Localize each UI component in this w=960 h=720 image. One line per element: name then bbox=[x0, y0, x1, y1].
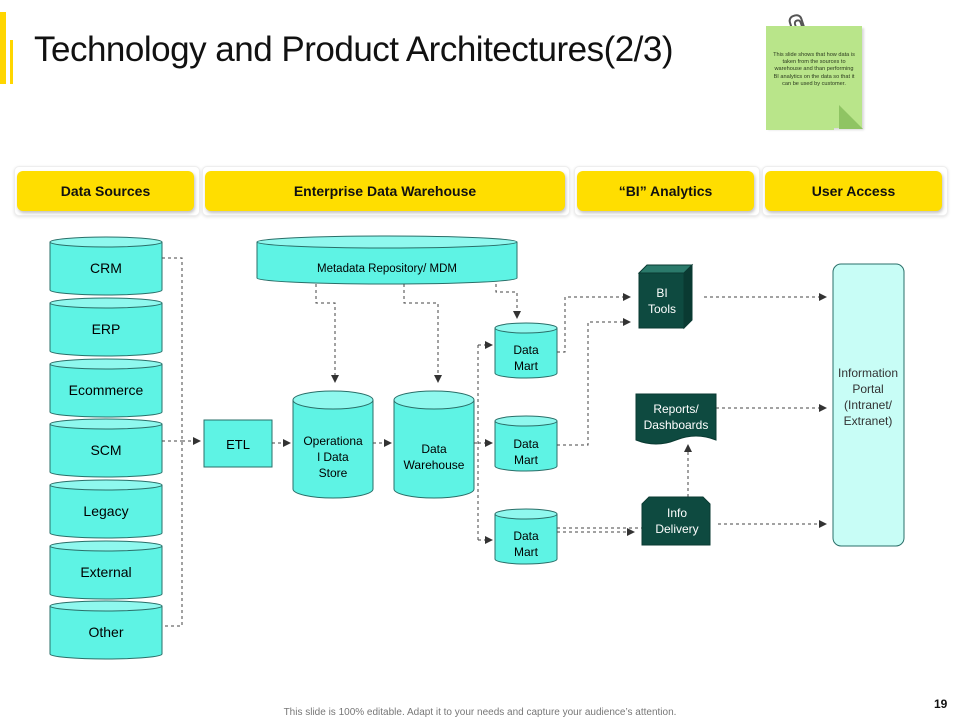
bi-tools-label-line1: BI bbox=[656, 286, 667, 300]
warehouse-label-line2: Warehouse bbox=[404, 458, 465, 472]
source-ecommerce: Ecommerce bbox=[49, 358, 163, 418]
mart2-label-line2: Mart bbox=[514, 453, 539, 467]
source-other: Other bbox=[49, 600, 163, 660]
data-mart-1: Data Mart bbox=[494, 322, 558, 379]
header-edw: Enterprise Data Warehouse bbox=[205, 171, 565, 211]
sticky-note-text: This slide shows that how data is taken … bbox=[773, 52, 855, 87]
source-external: External bbox=[49, 540, 163, 600]
ods-label-line2: l Data bbox=[317, 450, 349, 464]
source-scm-label: SCM bbox=[90, 442, 121, 458]
sources-bracket bbox=[162, 257, 183, 627]
mart1-label-line2: Mart bbox=[514, 359, 539, 373]
portal-label-line3: (Intranet/ bbox=[844, 398, 893, 412]
bi-tools-label-line2: Tools bbox=[648, 302, 676, 316]
source-legacy: Legacy bbox=[49, 479, 163, 539]
operational-data-store: Operationa l Data Store bbox=[292, 390, 374, 499]
reports-label-line1: Reports/ bbox=[653, 402, 699, 416]
ods-label-line3: Store bbox=[319, 466, 348, 480]
data-mart-3: Data Mart bbox=[494, 508, 558, 565]
arrow-mart1-bitools bbox=[557, 293, 631, 353]
page-title: Technology and Product Architectures(2/3… bbox=[34, 30, 674, 69]
page-number: 19 bbox=[934, 697, 948, 711]
information-portal: Information Portal (Intranet/ Extranet) bbox=[832, 263, 905, 547]
reports-label-line2: Dashboards bbox=[644, 418, 709, 432]
source-erp: ERP bbox=[49, 297, 163, 357]
mart3-label-line1: Data bbox=[513, 529, 539, 543]
source-crm: CRM bbox=[49, 236, 163, 296]
sticky-note-fold bbox=[839, 105, 863, 129]
arrow-mart2-bitools bbox=[557, 318, 631, 446]
arrow-metadata-warehouse bbox=[403, 284, 442, 383]
header-data-sources: Data Sources bbox=[17, 171, 194, 211]
mart2-label-line1: Data bbox=[513, 437, 539, 451]
source-legacy-label: Legacy bbox=[83, 503, 128, 519]
source-erp-label: ERP bbox=[92, 321, 121, 337]
data-warehouse: Data Warehouse bbox=[393, 390, 475, 499]
data-mart-2: Data Mart bbox=[494, 415, 558, 472]
source-external-label: External bbox=[80, 564, 131, 580]
footer-note: This slide is 100% editable. Adapt it to… bbox=[283, 707, 677, 718]
etl-label: ETL bbox=[226, 437, 250, 452]
header-user-access: User Access bbox=[765, 171, 942, 211]
header-bi-analytics: “BI” Analytics bbox=[577, 171, 754, 211]
etl-box: ETL bbox=[203, 419, 273, 468]
metadata-label: Metadata Repository/ MDM bbox=[317, 263, 457, 275]
portal-label-line4: Extranet) bbox=[844, 414, 893, 428]
arrow-metadata-mart bbox=[495, 284, 521, 319]
portal-label-line1: Information bbox=[838, 366, 898, 380]
info-delivery-label-line2: Delivery bbox=[655, 522, 698, 536]
sticky-note: This slide shows that how data is taken … bbox=[766, 26, 863, 129]
sticky-note-line bbox=[766, 128, 834, 130]
warehouse-label-line1: Data bbox=[421, 442, 447, 456]
arrow-metadata-ods bbox=[315, 284, 339, 383]
mart3-label-line2: Mart bbox=[514, 545, 539, 559]
reports-dashboards-box: Reports/ Dashboards bbox=[635, 393, 717, 445]
source-crm-label: CRM bbox=[90, 260, 122, 276]
accent-bar bbox=[0, 12, 6, 84]
arrow-mart3-reports bbox=[557, 444, 692, 529]
info-delivery-box: Info Delivery bbox=[641, 496, 711, 546]
warehouse-mart-connectors bbox=[474, 345, 479, 540]
info-delivery-label-line1: Info bbox=[667, 506, 687, 520]
bi-tools-box: BI Tools bbox=[637, 263, 694, 330]
portal-label-line2: Portal bbox=[852, 382, 883, 396]
ods-label-line1: Operationa bbox=[303, 434, 363, 448]
source-other-label: Other bbox=[88, 624, 123, 640]
source-scm: SCM bbox=[49, 418, 163, 478]
accent-bar-small bbox=[10, 40, 13, 84]
metadata-repository: Metadata Repository/ MDM bbox=[256, 235, 518, 285]
mart1-label-line1: Data bbox=[513, 343, 539, 357]
source-ecommerce-label: Ecommerce bbox=[69, 382, 144, 398]
